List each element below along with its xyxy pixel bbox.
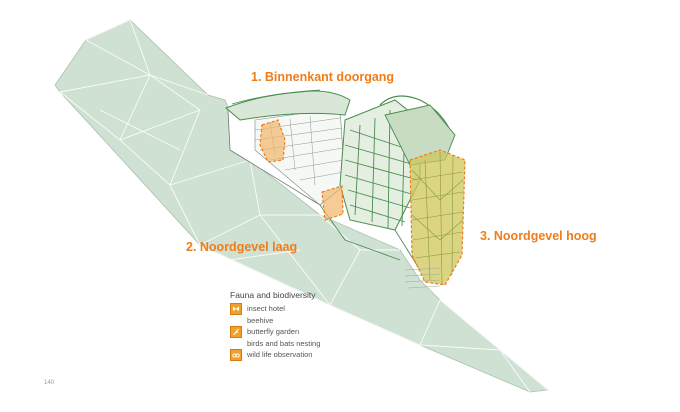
ground-plane — [54, 19, 549, 393]
label-noordgevel-laag: 2. Noordgevel laag — [186, 240, 298, 254]
legend-item: butterfly garden — [230, 325, 320, 338]
binoculars-icon — [230, 348, 242, 361]
butterfly-icon — [230, 302, 242, 315]
page-number: 140 — [44, 380, 55, 386]
legend-item-label: birds and bats nesting — [247, 338, 321, 348]
legend-item: beehive — [230, 315, 320, 327]
flower-stem-icon — [230, 325, 242, 338]
legend-item-label: insect hotel — [247, 304, 285, 314]
highlight-zones — [259, 119, 344, 221]
legend-item: insect hotel — [230, 302, 320, 315]
legend-item: birds and bats nesting — [230, 338, 320, 350]
building-volume — [225, 89, 351, 206]
beehive-icon — [230, 314, 242, 326]
legend-item-label: butterfly garden — [247, 327, 300, 337]
legend-item-label: beehive — [247, 315, 274, 325]
label-binnenkant-doorgang: 1. Binnenkant doorgang — [251, 70, 395, 84]
bird-icon — [230, 337, 242, 349]
legend-item-label: wild life observation — [247, 350, 313, 360]
zone-noordgevel-laag — [321, 185, 344, 221]
legend: Fauna and biodiversity insect hotel beeh… — [230, 290, 320, 361]
label-noordgevel-hoog: 3. Noordgevel hoog — [480, 229, 597, 243]
zone-binnenkant — [259, 119, 286, 163]
ground-details — [404, 267, 441, 289]
legend-item: wild life observation — [230, 348, 320, 361]
legend-title: Fauna and biodiversity — [230, 290, 316, 300]
tower — [409, 149, 466, 286]
